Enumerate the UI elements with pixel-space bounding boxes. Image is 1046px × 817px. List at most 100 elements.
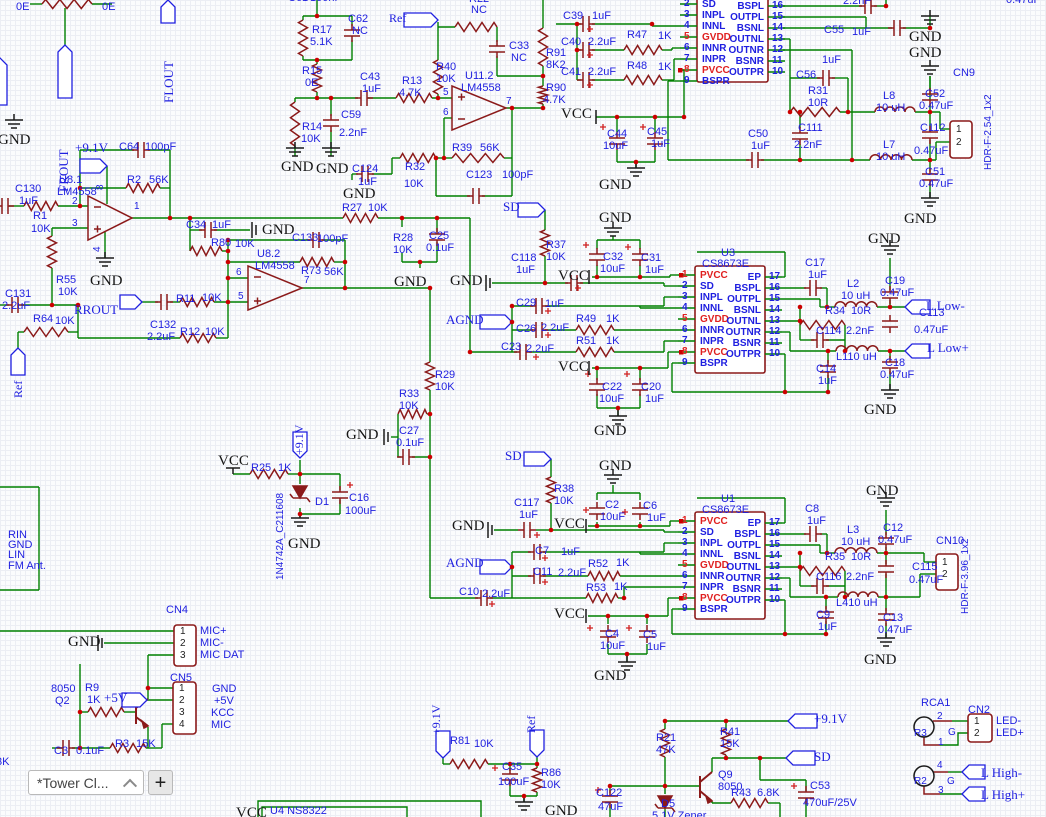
label-KCC-275[interactable]: KCC — [211, 707, 235, 719]
label-MIC--270[interactable]: MIC- — [200, 637, 224, 649]
label-GND-110[interactable]: GND — [262, 222, 295, 238]
label-10uH-86[interactable]: 10 uH — [876, 151, 906, 163]
label-1uF-60[interactable]: 1uF — [358, 176, 377, 188]
label-CN5-272[interactable]: CN5 — [170, 672, 193, 684]
label-LHigh+-327[interactable]: L High+ — [981, 787, 1026, 802]
label-C17-181[interactable]: C17 — [805, 257, 826, 269]
label-0E-11[interactable]: 0E — [305, 77, 319, 89]
ic-U1-pin-BSNR[interactable]: BSNR — [732, 584, 761, 595]
connector-CN5-pin-1[interactable]: 1 — [179, 683, 185, 694]
ic-U2-pin-BSPL[interactable]: BSPL — [737, 1, 764, 12]
ic-U1-pin-OUTPL[interactable]: OUTPL — [727, 540, 761, 551]
label-C55-66[interactable]: C55 — [824, 24, 845, 36]
label-1uF-40[interactable]: 1uF — [592, 10, 611, 22]
label-GND-61[interactable]: GND — [343, 186, 376, 202]
label-1uF-238[interactable]: 1uF — [647, 641, 666, 653]
label-0.47uF-78[interactable]: 0.47uF — [919, 100, 954, 112]
ic-U1-pinnum-6[interactable]: 6 — [682, 570, 688, 581]
label-C117-214[interactable]: C117 — [514, 497, 540, 509]
label-C14-197[interactable]: C14 — [816, 363, 837, 375]
label-100uF-208[interactable]: 100uF — [345, 505, 377, 517]
label-AGND-157[interactable]: AGND — [446, 312, 484, 327]
label-GND-273[interactable]: GND — [212, 683, 237, 695]
ic-U3-pinnum-2[interactable]: 2 — [682, 280, 688, 291]
label-C4-235[interactable]: C4 — [605, 628, 620, 640]
ic-boxes[interactable] — [172, 0, 993, 743]
label-100pF-114[interactable]: 100pF — [317, 233, 349, 245]
label-CN9-70[interactable]: CN9 — [953, 67, 976, 79]
ic-U3-pin-INPL[interactable]: INPL — [700, 292, 723, 303]
label-C52-77[interactable]: C52 — [925, 88, 946, 100]
label-LLow--188[interactable]: L Low- — [926, 298, 965, 313]
label-CS8673E-180[interactable]: CS8673E — [702, 258, 750, 270]
label-R55-124[interactable]: R55 — [56, 274, 77, 286]
label-10K-112[interactable]: 10K — [235, 238, 255, 250]
label-1K-48[interactable]: 1K — [658, 61, 672, 73]
label-1K-163[interactable]: 1K — [606, 335, 620, 347]
label-2.2nF-80[interactable]: 2.2nF — [794, 139, 823, 151]
label-56K-121[interactable]: 56K — [324, 266, 344, 278]
label-R15-10[interactable]: R15 — [302, 65, 323, 77]
label-GND-268[interactable]: GND — [68, 634, 101, 650]
ic-U3-pinnum-5[interactable]: 5 — [682, 313, 688, 324]
label-GND-183[interactable]: GND — [868, 231, 901, 247]
ic-U2-pin-GVDD[interactable]: GVDD — [702, 32, 731, 43]
label-10K-137[interactable]: 10K — [368, 202, 388, 214]
label-C124-59[interactable]: C124 — [352, 163, 379, 175]
ic-U2-pinnum-11[interactable]: 11 — [772, 55, 783, 66]
label-4-322[interactable]: 4 — [937, 760, 943, 771]
ic-U2-pinnum-9[interactable]: 9 — [684, 75, 690, 86]
ic-U1-pin-OUTPR[interactable]: OUTPR — [726, 595, 761, 606]
label-10uH-246[interactable]: 10 uH — [841, 536, 871, 548]
label-C8-242[interactable]: C8 — [805, 503, 820, 515]
label-GND-264[interactable]: GND — [8, 539, 33, 551]
label-1K-280[interactable]: 1K — [87, 694, 101, 706]
label-CN4-267[interactable]: CN4 — [166, 604, 189, 616]
label-10K-213[interactable]: 10K — [554, 495, 574, 507]
label-R80-111[interactable]: R80 — [211, 237, 232, 249]
label-0.47uF-187[interactable]: 0.47uF — [880, 287, 915, 299]
label-R90-37[interactable]: R90 — [546, 82, 567, 94]
label-GND-18[interactable]: GND — [0, 132, 31, 148]
label-Q9-304[interactable]: Q9 — [718, 769, 733, 781]
label-1uF-71[interactable]: 1uF — [822, 54, 841, 66]
ic-U1-pin-PVCC[interactable]: PVCC — [700, 593, 728, 604]
ic-U3-pinnum-7[interactable]: 7 — [682, 335, 688, 346]
label-GND-90[interactable]: GND — [904, 211, 937, 227]
chevron-up-icon[interactable] — [122, 778, 138, 793]
label-1K-44[interactable]: 1K — [658, 30, 672, 42]
label-10uH-185[interactable]: 10 uH — [841, 290, 871, 302]
ic-U3-pinnum-4[interactable]: 4 — [682, 302, 688, 313]
label-1-99[interactable]: 1 — [134, 201, 140, 212]
label-2.2nF-15[interactable]: 2.2nF — [339, 127, 368, 139]
label-Ref-290[interactable]: Ref — [524, 715, 538, 733]
label-0.1uF-141[interactable]: 0.1uF — [426, 242, 455, 254]
label-R40-26[interactable]: R40 — [436, 61, 457, 73]
add-sheet-button[interactable]: + — [148, 770, 173, 795]
label-GND-17[interactable]: GND — [316, 161, 349, 177]
label-1K-161[interactable]: 1K — [606, 313, 620, 325]
label-0.47uF-253[interactable]: 0.47uF — [909, 574, 944, 586]
label-100pF-93[interactable]: 100pF — [145, 141, 177, 153]
label-R28-138[interactable]: R28 — [393, 232, 414, 244]
label-1uF-154[interactable]: 1uF — [645, 264, 664, 276]
label-C56-72[interactable]: C56 — [796, 69, 817, 81]
label-GND-244[interactable]: GND — [866, 483, 899, 499]
label-C50-81[interactable]: C50 — [748, 128, 769, 140]
ic-U1-pin-INPR[interactable]: INPR — [700, 582, 724, 593]
label-C113-191[interactable]: C113 — [919, 307, 945, 319]
label-VCC-296[interactable]: VCC — [236, 805, 267, 817]
ic-U3-pinnum-12[interactable]: 12 — [769, 326, 781, 337]
label-GND-107[interactable]: GND — [90, 273, 123, 289]
label-R81-288[interactable]: R81 — [450, 735, 471, 747]
label-C25-140[interactable]: C25 — [429, 230, 450, 242]
label-1K-231[interactable]: 1K — [614, 581, 628, 593]
label-R2-101[interactable]: R2 — [127, 174, 142, 186]
label-R37-144[interactable]: R37 — [546, 239, 567, 251]
label-C44-50[interactable]: C44 — [607, 128, 628, 140]
sheet-tab-selector[interactable]: *Tower Cl... — [28, 770, 144, 795]
ic-U2-pinnum-13[interactable]: 13 — [772, 33, 784, 44]
label-10K-132[interactable]: 10K — [205, 326, 225, 338]
ic-U2-pinnum-16[interactable]: 16 — [772, 0, 784, 11]
label-GND-150[interactable]: GND — [599, 210, 632, 226]
